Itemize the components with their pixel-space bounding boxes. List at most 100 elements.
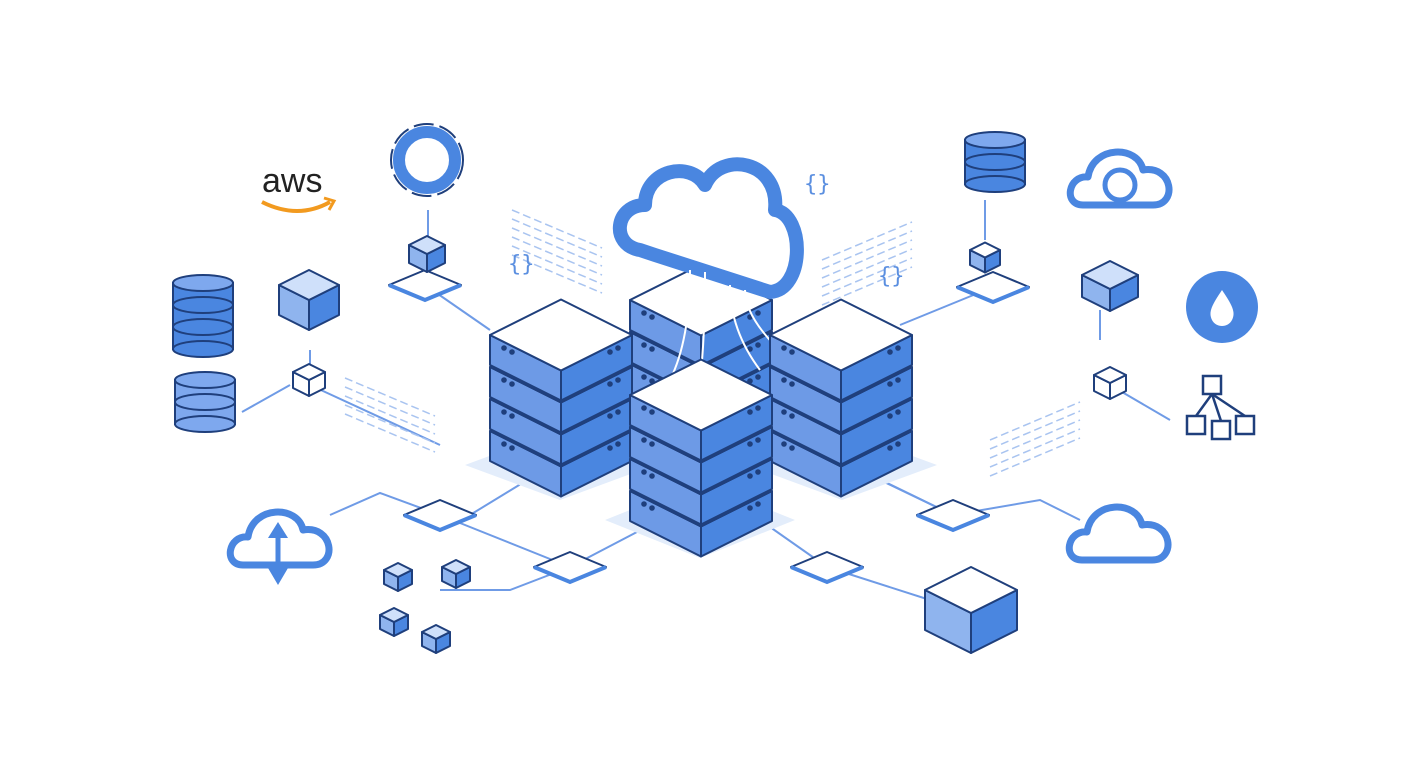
connection-line <box>439 514 571 568</box>
aws-logo-text: aws <box>262 162 323 200</box>
led-icon <box>649 314 655 320</box>
connector-tile <box>916 499 990 531</box>
led-icon <box>781 345 787 351</box>
led-icon <box>755 501 761 507</box>
ring-icon <box>390 123 464 197</box>
led-icon <box>781 377 787 383</box>
server-rack-right <box>769 298 913 498</box>
led-icon <box>789 381 795 387</box>
led-icon <box>509 349 515 355</box>
chip-box-icon <box>1081 260 1139 312</box>
box-top-face <box>278 269 340 301</box>
code-line <box>821 257 913 297</box>
cloud-shape <box>612 157 804 299</box>
aws-smile-arrow <box>323 196 337 211</box>
ring-icon <box>393 126 461 194</box>
led-icon <box>755 469 761 475</box>
server-unit <box>769 298 913 402</box>
led-icon <box>755 310 761 316</box>
connection-line <box>309 384 441 446</box>
tree-edge <box>1194 393 1214 417</box>
code-line <box>511 254 603 294</box>
led-icon <box>755 342 761 348</box>
led-icon <box>501 345 507 351</box>
db-top <box>964 131 1026 149</box>
led-icon <box>887 445 893 451</box>
server-unit <box>629 358 773 462</box>
tree-node <box>1201 374 1223 396</box>
led-icon <box>895 441 901 447</box>
led-icon <box>895 377 901 383</box>
tree-node <box>1185 414 1207 436</box>
tree-edge <box>1210 393 1223 422</box>
led-icon <box>649 473 655 479</box>
database-icon <box>964 131 1026 193</box>
code-line <box>511 209 603 249</box>
code-line <box>821 266 913 306</box>
led-icon <box>615 377 621 383</box>
code-line <box>511 218 603 258</box>
code-brace-icon: {} <box>804 172 831 197</box>
tile-edge <box>916 513 990 533</box>
led-icon <box>649 505 655 511</box>
tree-edge <box>1211 392 1246 418</box>
box-top-face <box>441 559 471 575</box>
led-icon <box>509 413 515 419</box>
cloud-link-line <box>729 284 761 371</box>
connector-tile <box>388 269 462 301</box>
code-line <box>989 428 1081 468</box>
led-icon <box>895 409 901 415</box>
led-icon <box>887 381 893 387</box>
box-top-face <box>383 562 413 578</box>
led-icon <box>641 374 647 380</box>
box-top-face <box>924 566 1018 614</box>
led-icon <box>789 349 795 355</box>
code-line <box>989 410 1081 450</box>
database-icon <box>172 274 234 358</box>
network-tree-icon <box>1185 374 1256 441</box>
led-icon <box>747 409 753 415</box>
box-top-face <box>489 298 633 372</box>
cube-network-node <box>383 562 413 592</box>
code-line <box>511 236 603 276</box>
cube-icon <box>408 235 446 273</box>
arrow-up-down-icon <box>268 522 288 585</box>
drop-shape <box>1210 290 1234 326</box>
db-edge <box>174 415 236 433</box>
led-icon <box>501 409 507 415</box>
cloud-icon <box>612 157 804 381</box>
tree-node <box>1210 419 1232 441</box>
code-brace-icon: {} <box>508 252 535 277</box>
led-icon <box>747 346 753 352</box>
led-icon <box>895 345 901 351</box>
led-icon <box>747 505 753 511</box>
db-edge <box>172 340 234 358</box>
code-line <box>344 413 436 453</box>
code-line <box>989 437 1081 477</box>
code-line <box>989 419 1081 459</box>
tile-edge <box>388 283 462 303</box>
code-line <box>821 248 913 288</box>
led-icon <box>615 441 621 447</box>
led-icon <box>607 381 613 387</box>
cube-network-node <box>421 624 451 654</box>
led-icon <box>747 473 753 479</box>
db-edge <box>174 393 236 411</box>
code-line <box>989 401 1081 441</box>
led-icon <box>789 445 795 451</box>
code-line <box>821 239 913 279</box>
led-icon <box>887 349 893 355</box>
box-top-face <box>1081 260 1139 290</box>
cube-network-node <box>441 559 471 589</box>
led-icon <box>649 409 655 415</box>
led-icon <box>501 441 507 447</box>
tile-edge <box>403 513 477 533</box>
led-icon <box>607 413 613 419</box>
connection-line <box>241 384 291 413</box>
building-icon <box>924 566 1018 654</box>
led-icon <box>607 445 613 451</box>
tree-node <box>1234 414 1256 436</box>
chart-box-icon <box>278 269 340 331</box>
tile-edge <box>790 565 864 585</box>
led-icon <box>887 413 893 419</box>
